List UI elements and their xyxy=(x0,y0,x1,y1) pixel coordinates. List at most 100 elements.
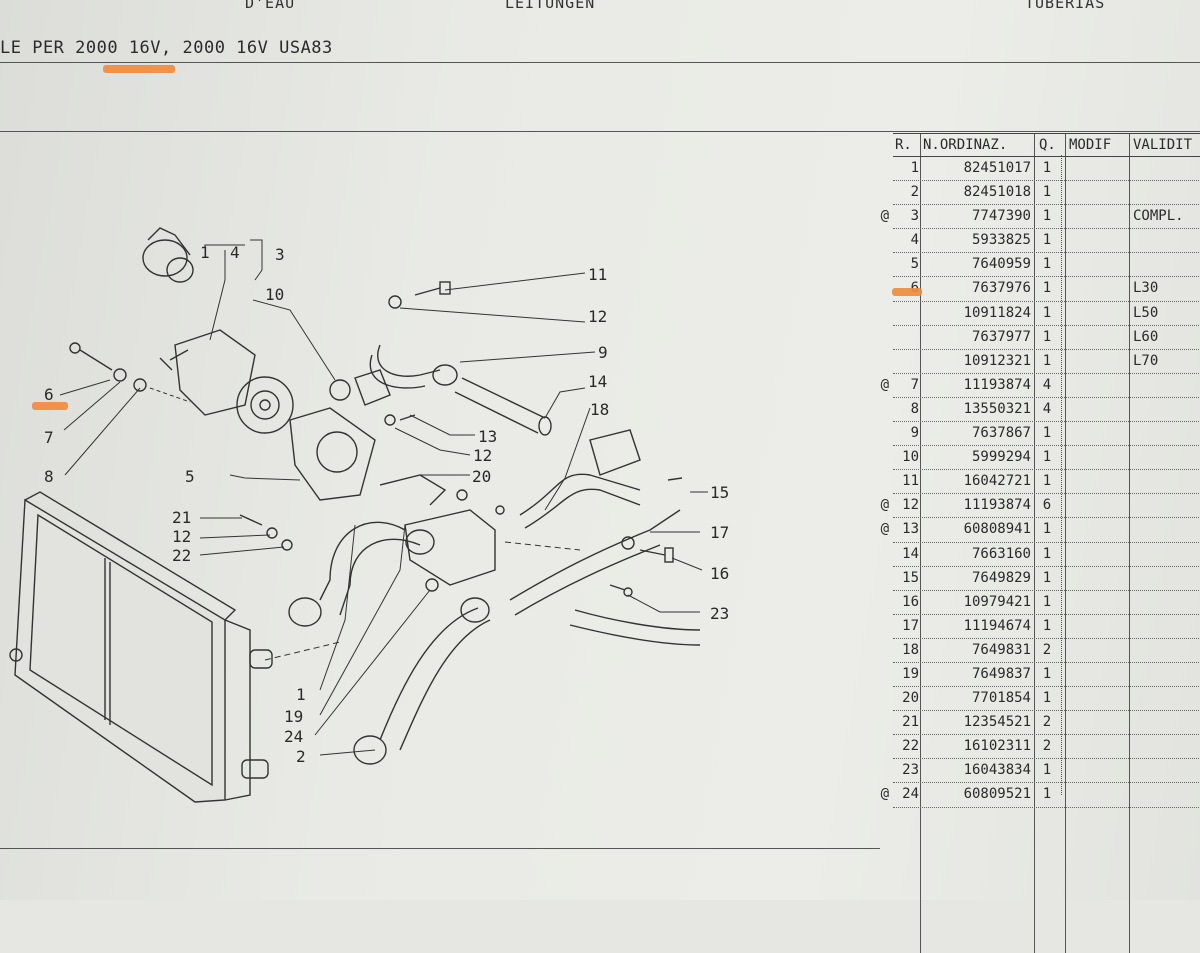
radiator-drawing xyxy=(9,491,273,803)
row-ref: 7 xyxy=(910,376,919,393)
row-quantity: 1 xyxy=(1042,569,1052,586)
row-quantity: 1 xyxy=(1042,521,1052,538)
row-part-number: 7637977 xyxy=(971,328,1031,345)
row-part-number: 5999294 xyxy=(971,449,1031,466)
row-part-number: 16042721 xyxy=(963,473,1031,490)
header-col-1: D'EAU xyxy=(245,0,296,12)
row-quantity: 1 xyxy=(1042,328,1052,345)
callout-16: 16 xyxy=(710,564,729,583)
row-quantity: 1 xyxy=(1042,545,1052,562)
row-quantity: 1 xyxy=(1042,160,1052,176)
highlight-mark-subtitle xyxy=(103,65,175,73)
row-quantity: 2 xyxy=(1042,738,1052,755)
row-quantity: 1 xyxy=(1042,208,1052,225)
row-quantity: 1 xyxy=(1042,449,1052,466)
row-ref: 4 xyxy=(910,232,919,249)
row-validity: L50 xyxy=(1133,304,1159,321)
row-part-number: 12354521 xyxy=(963,714,1031,731)
row-ref: 23 xyxy=(902,762,919,779)
water-pump-drawing xyxy=(142,227,391,501)
row-marker: @ xyxy=(880,208,889,225)
row-quantity: 1 xyxy=(1042,425,1052,442)
row-part-number: 11194674 xyxy=(963,617,1031,634)
row-part-number: 16043834 xyxy=(963,762,1031,779)
footer-rule xyxy=(0,848,880,849)
row-ref: 12 xyxy=(902,497,919,514)
row-ref: 9 xyxy=(910,425,919,442)
row-marker: @ xyxy=(880,497,889,514)
row-part-number: 60808941 xyxy=(963,521,1031,538)
row-validity: L60 xyxy=(1133,328,1159,345)
callout-24: 24 xyxy=(284,727,303,746)
row-ref: 16 xyxy=(902,593,919,610)
callout-22: 22 xyxy=(172,546,191,565)
row-ref: 8 xyxy=(910,400,919,417)
row-ref: 19 xyxy=(902,665,919,682)
table-row: 21 12354521 2 xyxy=(893,711,1200,736)
row-quantity: 4 xyxy=(1042,400,1052,417)
row-quantity: 2 xyxy=(1042,641,1052,658)
highlight-mark-row-6 xyxy=(892,288,922,296)
row-validity: L30 xyxy=(1133,280,1159,297)
row-ref: 24 xyxy=(902,786,919,803)
row-part-number: 16102311 xyxy=(963,738,1031,755)
callout-1: 1 xyxy=(200,243,210,262)
row-marker: @ xyxy=(880,376,889,393)
row-marker: @ xyxy=(880,521,889,538)
callout-4: 4 xyxy=(230,243,240,262)
callout-11: 11 xyxy=(588,265,607,284)
callout-15: 15 xyxy=(710,483,729,502)
row-quantity: 1 xyxy=(1042,280,1052,297)
row-part-number: 7640959 xyxy=(971,256,1031,273)
row-quantity: 2 xyxy=(1042,714,1052,731)
row-ref: 21 xyxy=(902,714,919,731)
callout-7: 7 xyxy=(44,428,54,447)
callout-21: 21 xyxy=(172,508,191,527)
callout-23: 23 xyxy=(710,604,729,623)
row-part-number: 60809521 xyxy=(963,786,1031,803)
row-ref: 3 xyxy=(910,208,919,225)
row-part-number: 7747390 xyxy=(971,208,1031,225)
row-quantity: 1 xyxy=(1042,473,1052,490)
callout-8: 8 xyxy=(44,467,54,486)
section-rule xyxy=(0,131,1200,132)
row-part-number: 7637867 xyxy=(971,425,1031,442)
header-ref: R. xyxy=(895,137,912,153)
row-quantity: 1 xyxy=(1042,762,1052,779)
callout-1b: 1 xyxy=(296,685,306,704)
header-col-3: TUBERIAS xyxy=(1025,0,1106,12)
row-ref: 2 xyxy=(910,184,919,201)
row-part-number: 7701854 xyxy=(971,690,1031,707)
header-part-number: N.ORDINAZ. xyxy=(923,137,1008,153)
row-quantity: 1 xyxy=(1042,665,1052,682)
callout-12a: 12 xyxy=(588,307,607,326)
row-quantity: 1 xyxy=(1042,690,1052,707)
exploded-parts-diagram: 1 4 3 10 11 12 9 14 18 13 12 20 15 17 16… xyxy=(9,227,729,803)
row-part-number: 7649837 xyxy=(971,665,1031,682)
row-part-number: 82451018 xyxy=(963,184,1031,201)
callout-3: 3 xyxy=(275,245,285,264)
table-row: 676379761L30 xyxy=(893,277,1200,302)
row-ref: 5 xyxy=(910,256,919,273)
row-part-number: 7649831 xyxy=(971,641,1031,658)
row-quantity: 1 xyxy=(1042,786,1052,803)
table-row: 19 7649837 1 xyxy=(893,663,1200,688)
callout-14: 14 xyxy=(588,372,607,391)
row-part-number: 7637976 xyxy=(971,280,1031,297)
row-part-number: 5933825 xyxy=(971,232,1031,249)
callout-10: 10 xyxy=(265,285,284,304)
